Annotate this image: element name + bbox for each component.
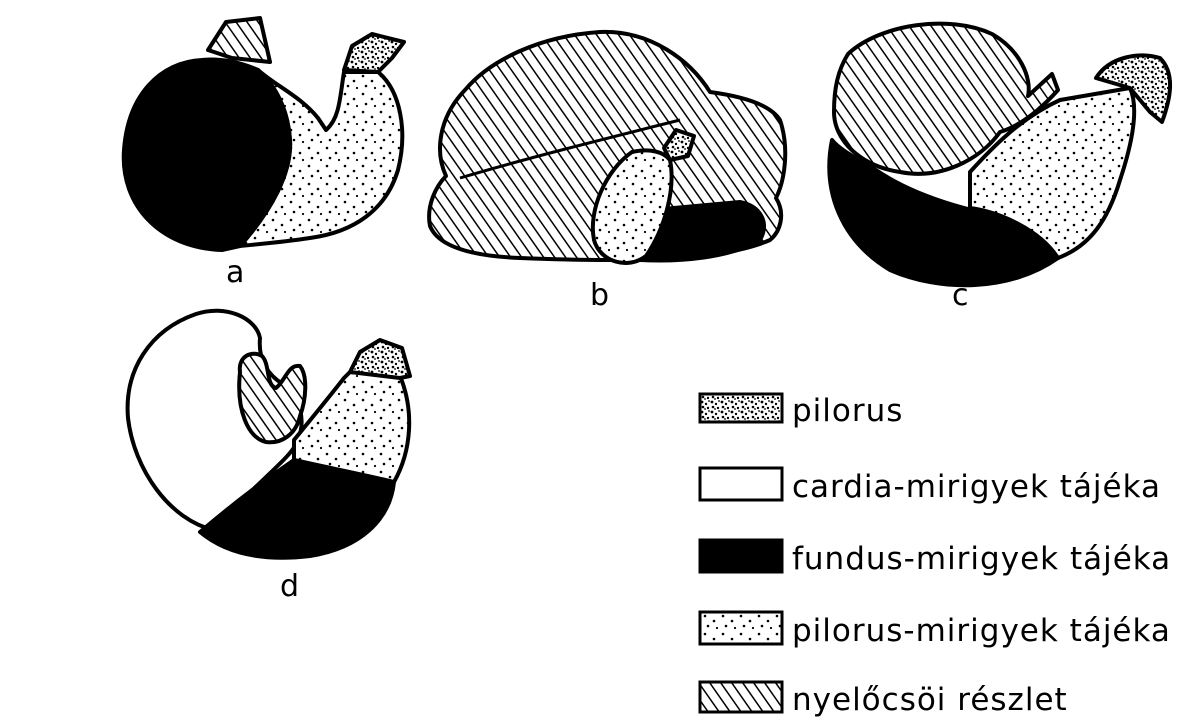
panel-d-esophageal-part [239, 354, 305, 443]
legend-label-esophageal-part: nyelőcsöi részlet [792, 682, 1068, 718]
legend-item-fundic-glands: fundus-mirigyek tájéka [700, 540, 1171, 577]
legend-label-fundic-glands: fundus-mirigyek tájéka [792, 541, 1171, 577]
panel-a-pylorus [344, 34, 404, 72]
panel-b-label: b [590, 278, 609, 313]
panel-b-stomach [429, 32, 785, 263]
panel-d-label: d [280, 569, 299, 604]
legend-swatch-pyloric-glands [700, 612, 782, 644]
legend-label-cardiac-glands: cardia-mirigyek tájéka [792, 469, 1161, 505]
panel-d-stomach [128, 311, 410, 558]
legend-item-cardiac-glands: cardia-mirigyek tájéka [700, 468, 1161, 505]
legend: pilorus cardia-mirigyek tájéka fundus-mi… [700, 393, 1171, 718]
panel-a-esophageal-part [208, 18, 270, 62]
legend-item-pyloric-glands: pilorus-mirigyek tájéka [700, 612, 1171, 649]
legend-item-esophageal-part: nyelőcsöi részlet [700, 682, 1068, 718]
legend-swatch-cardiac-glands [700, 468, 782, 500]
legend-swatch-pylorus [700, 394, 782, 422]
legend-item-pylorus: pilorus [700, 393, 903, 429]
legend-label-pyloric-glands: pilorus-mirigyek tájéka [792, 613, 1171, 649]
panel-d-pyloric-glands [294, 372, 409, 482]
legend-label-pylorus: pilorus [792, 393, 903, 429]
panel-d-pylorus [350, 340, 410, 378]
panel-c-stomach [829, 24, 1170, 286]
legend-swatch-fundic-glands [700, 540, 782, 572]
panel-c-label: c [952, 278, 969, 313]
panel-a-stomach [124, 18, 404, 250]
panel-a-label: a [226, 255, 244, 290]
legend-swatch-esophageal-part [700, 682, 782, 712]
